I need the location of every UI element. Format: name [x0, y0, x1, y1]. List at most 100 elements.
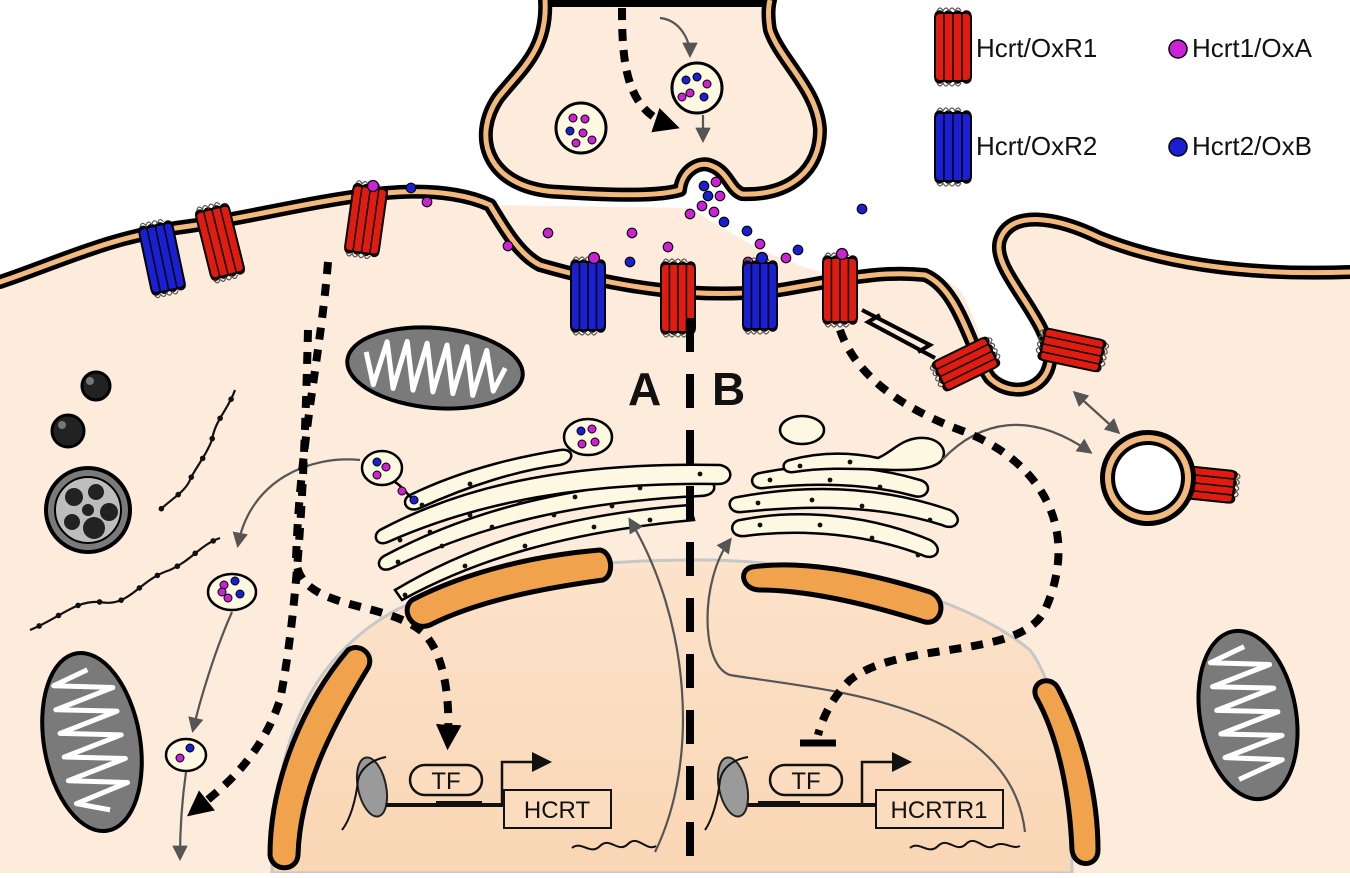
ligand-particle [780, 252, 792, 264]
vesicle-icon [670, 61, 724, 115]
ribosome-dot [154, 572, 161, 579]
ligand-particle [702, 190, 714, 202]
panel-label-b: B [712, 363, 745, 415]
ribosome-dot [755, 500, 761, 506]
receptor-ox1r-icon [822, 252, 858, 328]
ribosomes [755, 459, 933, 558]
legend-label-ligand-b: Hcrt2/OxB [1192, 131, 1312, 161]
ribosome-dot [395, 559, 401, 565]
ribosome-dot [397, 537, 403, 543]
receptor-ox1r-icon [929, 336, 1001, 392]
legend-ligand-a-icon [1168, 39, 1188, 59]
ribosome-dot [877, 484, 883, 490]
receptor-ox1r-icon [1035, 327, 1110, 373]
released-ligands [405, 176, 868, 268]
svg-text:TF: TF [431, 768, 460, 795]
mrna-right [909, 839, 1021, 851]
ribosome-dot [427, 529, 433, 535]
bound-ligand [835, 247, 849, 261]
ligand-particle [792, 244, 804, 256]
ribosome-dot [767, 477, 773, 483]
ribosome-dot [591, 524, 597, 530]
gene-box-left: HCRT [503, 789, 612, 829]
ribosome-dot [697, 471, 703, 477]
legend-label-ligand-a: Hcrt1/OxA [1192, 33, 1313, 63]
ribosome-dot [927, 517, 933, 523]
ribosome-dot [869, 535, 875, 541]
legend-ligand-b-icon [1168, 137, 1188, 157]
ribosome-dot [55, 612, 62, 619]
ligand-particle [741, 225, 753, 237]
ligand-particle [696, 200, 708, 212]
legend: Hcrt/OxR1 Hcrt1/OxA Hcrt/OxR2 Hcrt2/OxB [934, 7, 1313, 187]
ribosomes [36, 396, 234, 629]
ribosome-dot [467, 512, 473, 518]
receptors [138, 179, 1241, 504]
ligand-particle [698, 180, 710, 192]
ribosome-dot [551, 512, 557, 518]
vesicle-icon [206, 572, 258, 612]
ribosome-dot [859, 503, 865, 509]
ribosome-dot [572, 494, 578, 500]
legend-label-r2: Hcrt/OxR2 [976, 131, 1097, 161]
ribosome-dot [75, 602, 81, 609]
ligand-particle [754, 238, 766, 250]
chromatin-icon [704, 756, 750, 831]
ribosome-dot [175, 491, 182, 498]
ribosome-dot [419, 502, 425, 508]
dense-granule [50, 370, 112, 449]
nuclear-envelope [267, 547, 1101, 871]
receptor-ox1r-icon [660, 258, 696, 338]
vesicle-icon [562, 417, 614, 457]
legend-receptor-r1 [934, 7, 972, 87]
bound-ligand [587, 251, 601, 265]
ribosome-dot [217, 415, 223, 422]
ribosome-dot [96, 599, 103, 605]
receptor-ox2r-icon [742, 257, 778, 335]
equilibrium-arrows [861, 308, 936, 360]
ribosome-dot [192, 550, 198, 557]
legend-receptor-r2-icon [934, 107, 972, 187]
svg-text:HCRTR1: HCRTR1 [891, 797, 988, 824]
ribosome-dot [817, 522, 823, 528]
ligand-particle [405, 182, 417, 194]
mitochondrion-icon [40, 650, 144, 834]
ribosome-dot [847, 459, 853, 465]
ligand-particle [624, 256, 636, 268]
receptor-ox2r-icon [570, 256, 606, 336]
legend-receptor-r1-icon [934, 7, 972, 87]
ribosome-dot [210, 538, 217, 544]
ribosome-dot [136, 585, 143, 591]
signaling-arrows [187, 261, 1063, 817]
vesicle-icon [554, 101, 608, 155]
ribosome-dot [827, 477, 833, 483]
trafficking-arrows [172, 390, 1121, 862]
ribosome-dot [439, 543, 445, 549]
mrna-left [571, 839, 657, 851]
ligand-particle [662, 241, 674, 253]
ligand-particle [856, 203, 868, 215]
bound-ligand [366, 179, 380, 193]
vesicle-icon [164, 737, 208, 773]
ribosome-dot [228, 396, 234, 403]
ligand-particle [714, 190, 726, 202]
ribosome-dot [489, 524, 495, 530]
ligand-particle [708, 206, 720, 218]
ligand-particle [718, 216, 730, 228]
legend-receptor-r2 [934, 107, 972, 187]
ribosome-dot [174, 563, 181, 570]
ribosome-dot [797, 463, 803, 469]
ribosome-dot [609, 503, 615, 509]
ribosome-dot [36, 623, 42, 629]
ribosome-dot [647, 517, 653, 523]
bound-ligand [755, 251, 769, 265]
panel-label-a: A [628, 363, 661, 415]
ribosome-dot [517, 499, 523, 505]
tf-box-left: TF [408, 763, 484, 797]
ribosome-dot [522, 543, 528, 549]
multivesicular-body [44, 466, 132, 554]
ribosome-dot [158, 505, 165, 512]
receptor-ox2r-icon [138, 218, 186, 299]
endosome [1100, 430, 1196, 526]
